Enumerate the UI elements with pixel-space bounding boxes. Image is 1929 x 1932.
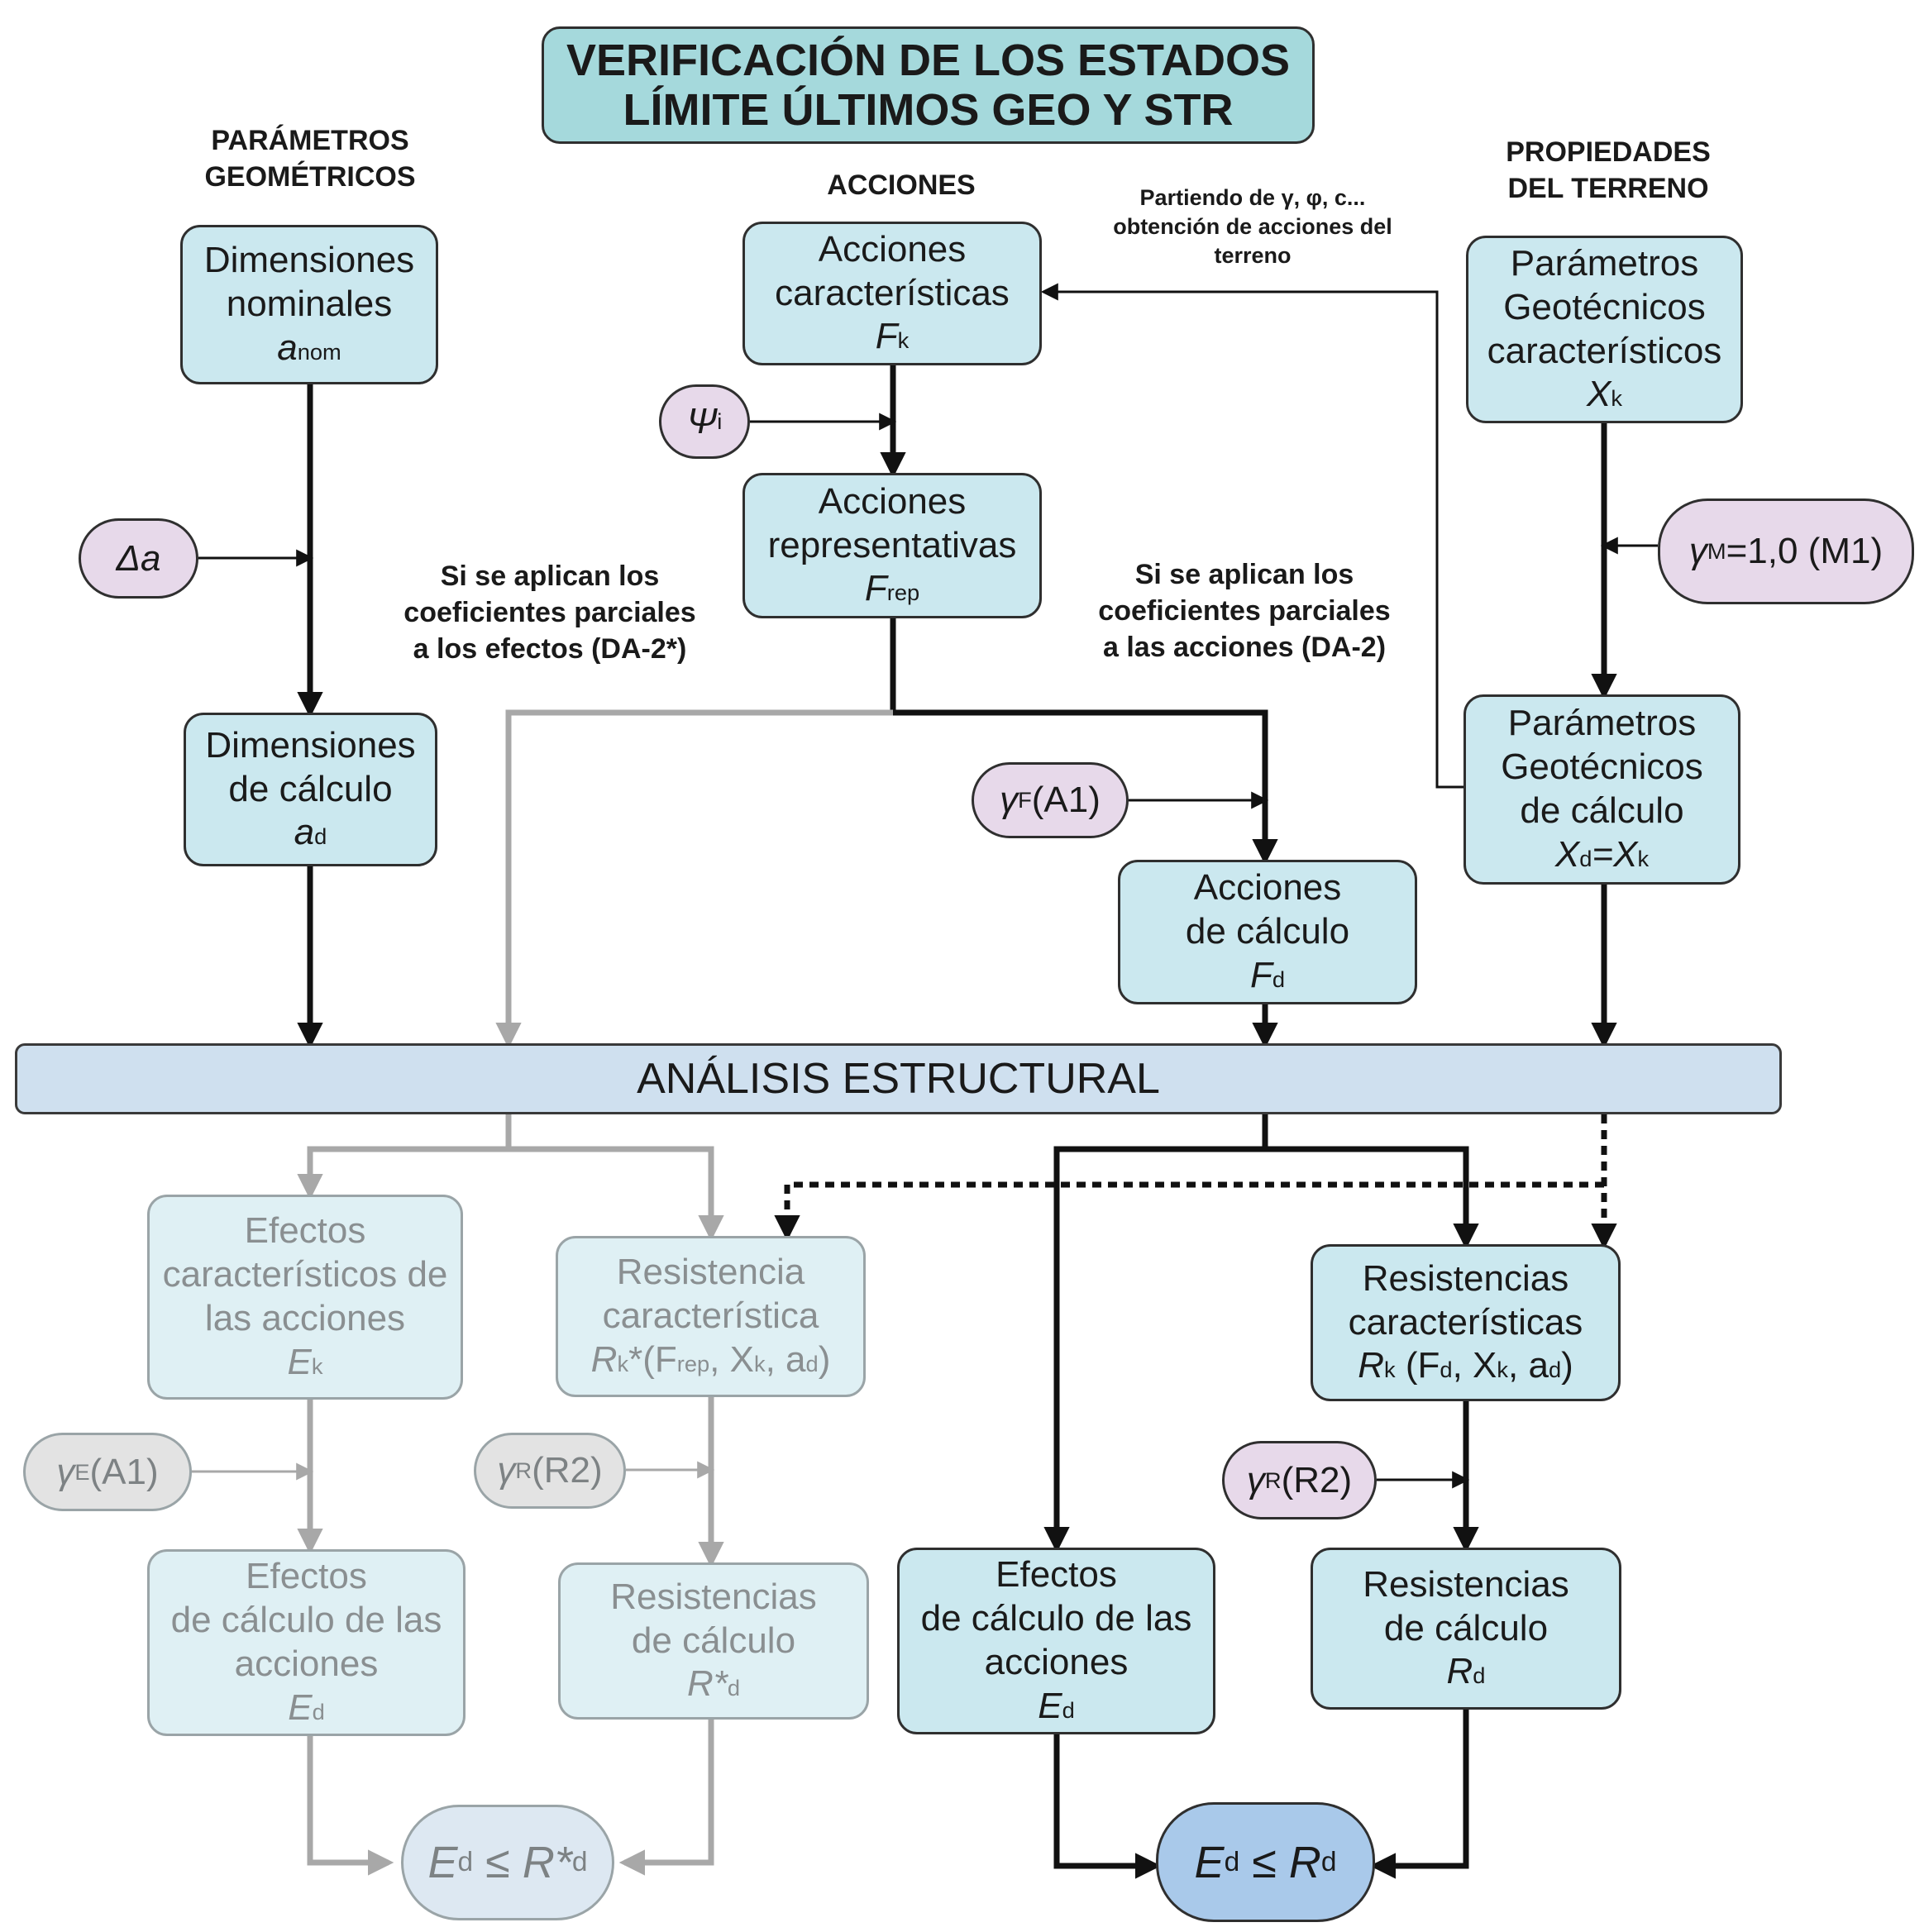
arrow-ground-actions (1040, 283, 1468, 789)
box-actions-characteristic: Acciones características Fk (742, 222, 1042, 365)
box-effects-calc-grey: Efectos de cálculo de las acciones Ed (147, 1549, 466, 1736)
box-dimensions-calc: Dimensiones de cálculo ad (184, 713, 437, 866)
box-geotech-characteristic: Parámetros Geotécnicos característicos X… (1466, 236, 1743, 423)
header-ground: PROPIEDADES DEL TERRENO (1506, 136, 1711, 205)
box-dimensions-nominal: Dimensiones nominales anom (180, 225, 438, 384)
box-actions-representative: Acciones representativas Frep (742, 473, 1042, 618)
box-effects-characteristic: Efectos característicos de las acciones … (147, 1195, 463, 1400)
structural-analysis-bar: ANÁLISIS ESTRUCTURAL (15, 1043, 1782, 1114)
note-actions-da2: Si se aplican los coeficientes parciales… (1098, 559, 1391, 664)
header-actions: ACCIONES (827, 169, 976, 201)
box-resistance-calc-star: Resistencias de cálculo R*d (558, 1562, 869, 1720)
arrow-to-acc-calc (893, 709, 1278, 866)
box-effects-calc: Efectos de cálculo de las acciones Ed (897, 1548, 1215, 1734)
box-resistance-characteristic-star: Resistencia característica Rk*(Frep, Xk,… (556, 1236, 866, 1397)
box-geotech-calc: Parámetros Geotécnicos de cálculo Xd=Xk (1463, 694, 1740, 885)
arrow-left-eff-to-result (307, 1720, 394, 1876)
box-resistances-calc: Resistencias de cálculo Rd (1311, 1548, 1621, 1710)
arrow-effects-branch (495, 709, 893, 1049)
note-effects-da2star: Si se aplican los coeficientes parciales… (403, 561, 696, 665)
arrow-right-res-to-result (1369, 1710, 1469, 1879)
box-actions-calc: Acciones de cálculo Fd (1118, 860, 1417, 1004)
note-ground-actions: Partiendo de γ, φ, c... obtención de acc… (1113, 185, 1392, 269)
arrow-grey-to-res-char-star (509, 1146, 724, 1242)
factor-delta-a: Δa (79, 518, 198, 599)
title-line-2: LÍMITE ÚLTIMOS GEO Y STR (623, 85, 1234, 135)
arrow-dark-to-eff-calc (1043, 1146, 1265, 1553)
header-geometric: PARÁMETROS GEOMÉTRICOS (204, 125, 416, 193)
arrow-dark-to-res-char (1265, 1146, 1479, 1250)
diagram-title: VERIFICACIÓN DE LOS ESTADOS LÍMITE ÚLTIM… (542, 26, 1315, 144)
arrow-left-res-to-result (618, 1720, 714, 1876)
arrow-right-eff-to-result (1053, 1734, 1162, 1879)
arrow-grey-to-eff-char (297, 1146, 509, 1200)
box-resistances-characteristic: Resistencias características Rk (Fd, Xk,… (1311, 1244, 1621, 1401)
arrow-dotted-to-res-char-star (774, 1181, 1604, 1242)
title-line-1: VERIFICACIÓN DE LOS ESTADOS (566, 35, 1291, 85)
